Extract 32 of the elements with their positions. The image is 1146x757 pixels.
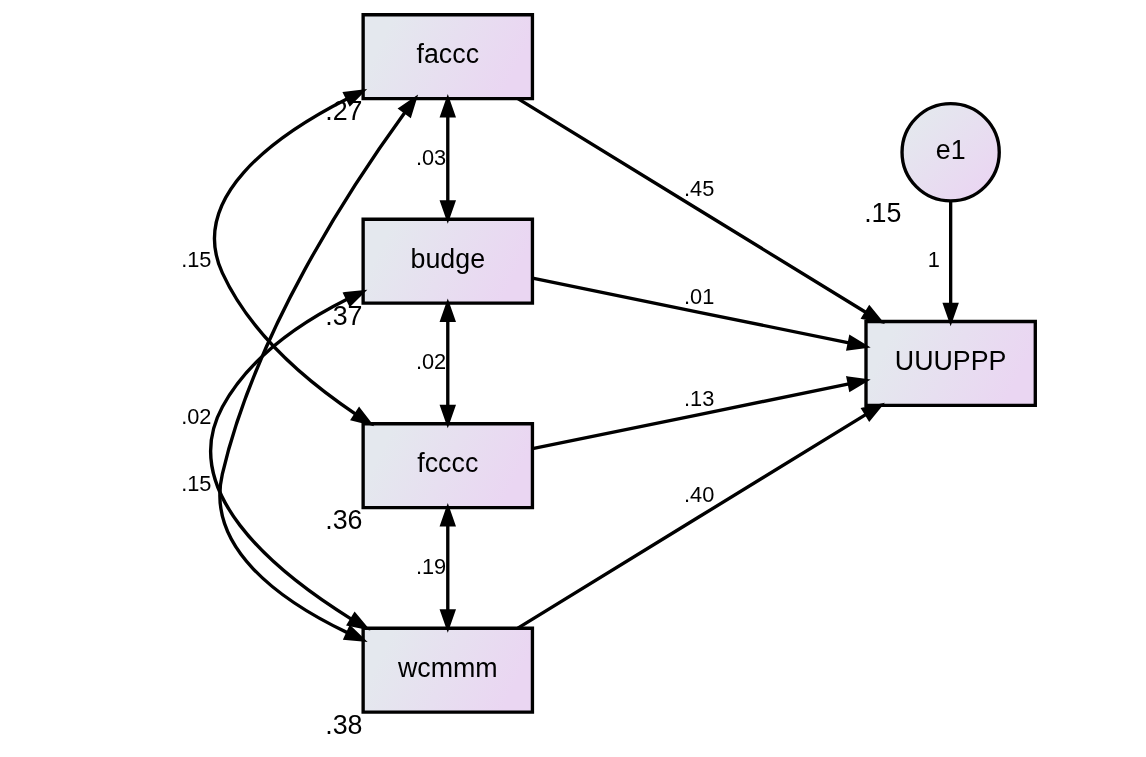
- node-label: .37: [324, 300, 362, 331]
- arrow: [516, 402, 885, 630]
- arrow: [217, 94, 418, 642]
- edge-label: .02: [415, 349, 446, 375]
- node-box: fcccc: [360, 422, 534, 510]
- arrow: [941, 201, 959, 327]
- arrow: [439, 93, 456, 224]
- node-label: .38: [324, 709, 362, 740]
- node-box: UUUPPP: [863, 319, 1037, 407]
- arrow: [439, 298, 456, 429]
- arrow: [212, 88, 374, 427]
- arrow: [531, 276, 871, 351]
- edge-label: .40: [683, 481, 714, 507]
- node-label: .36: [324, 505, 362, 536]
- edge-label: .15: [180, 471, 211, 497]
- node-box: wcmmm: [360, 626, 534, 714]
- edge-label: 1: [927, 246, 940, 272]
- node-box: faccc: [360, 13, 534, 101]
- edge-label: .03: [415, 144, 446, 170]
- edge-label: .45: [683, 176, 714, 202]
- edge-label: .19: [415, 553, 446, 579]
- arrow: [516, 97, 885, 325]
- arrow: [208, 289, 370, 631]
- edge-label: .15: [180, 246, 211, 272]
- edge-label: .02: [180, 404, 211, 430]
- node-label: .15: [863, 198, 901, 229]
- node-circle: e1: [899, 101, 1001, 203]
- arrow: [439, 502, 456, 633]
- node-box: budge: [360, 217, 534, 305]
- edge-label: .13: [683, 385, 714, 411]
- edge-label: .01: [683, 283, 714, 309]
- arrow: [531, 376, 871, 451]
